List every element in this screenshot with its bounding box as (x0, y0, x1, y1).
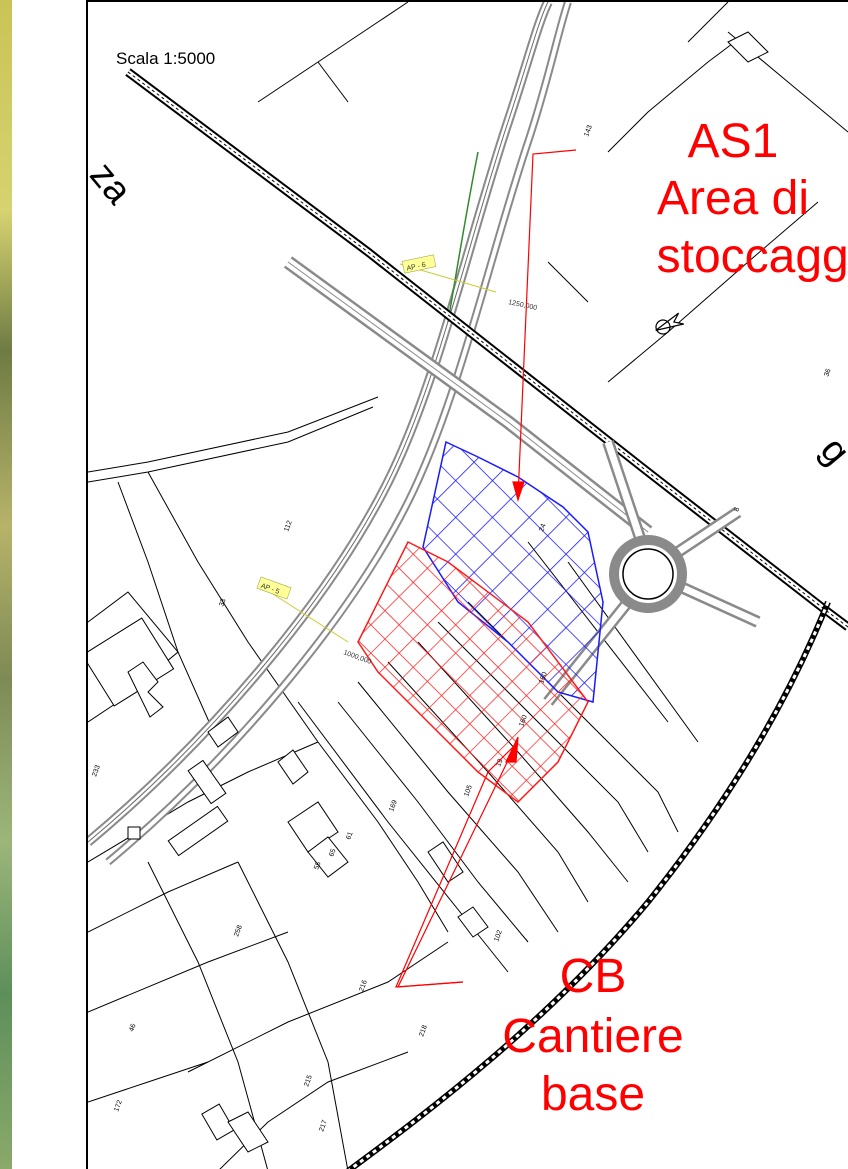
railway (346, 600, 831, 1169)
parcel-8: 8 (733, 507, 741, 513)
chainage-ap6: AP - 6 (406, 262, 426, 273)
scale-label: Scala 1:5000 (116, 49, 215, 68)
town-name-right: g (812, 430, 848, 473)
storage-area-code: AS1 (688, 115, 779, 168)
parcel-216: 216 (358, 979, 369, 992)
parcel-218: 218 (418, 1024, 429, 1037)
curved-line (88, 2, 572, 866)
parcel-105: 105 (463, 784, 474, 797)
parcel-143: 143 (583, 124, 594, 137)
base-site-line2: base (541, 1068, 645, 1121)
parcel-258: 258 (233, 924, 244, 937)
parcel-33: 33 (218, 598, 227, 608)
adjacent-aerial-photo-strip (0, 0, 12, 1169)
parcel-215: 215 (303, 1074, 314, 1087)
base-site-label: CB Cantiere base (502, 950, 683, 1121)
cadastral-map[interactable]: AP - 6 1250,000 AP - 5 1000,000 143 112 … (88, 0, 848, 1169)
parcel-112: 112 (283, 520, 293, 533)
frame-margin (12, 0, 88, 1169)
storage-area-line2: stoccaggi (657, 230, 848, 283)
base-site-line1: Cantiere (502, 1010, 683, 1063)
annotation-arrows (395, 149, 577, 988)
storage-area-line1: Area di (657, 172, 809, 225)
parcel-102: 102 (493, 929, 504, 942)
parcel-24: 24 (538, 523, 547, 533)
parcel-numbers: 143 112 33 24 169 105 102 258 216 215 21… (91, 124, 832, 1132)
parcel-46: 46 (128, 1023, 137, 1033)
base-site-code: CB (560, 950, 627, 1003)
north-arrow-icon (655, 312, 684, 335)
chainage-markers: AP - 6 1250,000 AP - 5 1000,000 (256, 254, 538, 666)
parcel-19: 19 (495, 758, 504, 768)
parcel-65: 65 (328, 848, 337, 858)
storage-area-label: AS1 Area di stoccaggi (657, 115, 848, 283)
parcel-169: 169 (388, 799, 399, 812)
parcel-150: 150 (538, 671, 549, 684)
parcel-233: 233 (91, 764, 102, 777)
parcel-55: 55 (313, 861, 322, 871)
main-road (125, 68, 848, 631)
buildings (88, 31, 769, 1153)
parcel-160: 160 (518, 714, 529, 727)
town-name-left: za (88, 154, 140, 212)
parcel-217: 217 (318, 1119, 329, 1132)
parcel-61: 61 (345, 831, 354, 841)
chainage-ap6-km: 1250,000 (508, 299, 538, 312)
base-site-CB[interactable] (357, 540, 589, 803)
parcel-172: 172 (113, 1099, 124, 1112)
parcel-36: 36 (823, 368, 832, 378)
